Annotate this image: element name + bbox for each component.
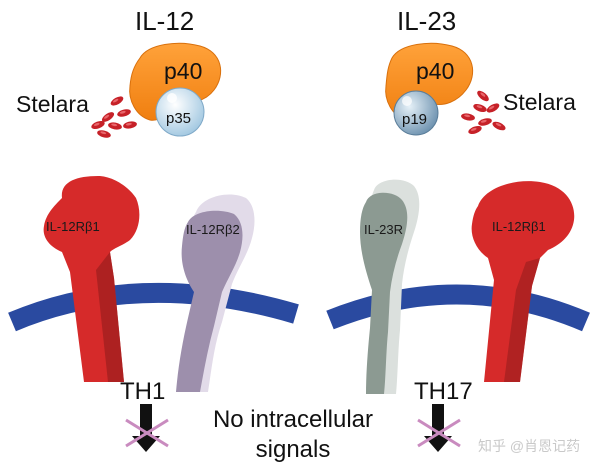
left-blocked-arrow: [125, 404, 169, 452]
right-receptor-2-label: IL-12Rβ1: [492, 219, 546, 234]
left-stelara-label: Stelara: [16, 91, 89, 117]
il12-complex: p40 p35: [129, 42, 222, 137]
left-receptor-il12rb2: [176, 194, 255, 392]
th1-label: TH1: [120, 378, 166, 405]
no-signal-line-1: No intracellular: [212, 406, 374, 433]
il12-title: IL-12: [135, 6, 195, 36]
down-arrow-icon: [132, 404, 160, 452]
right-stelara-molecules: [460, 88, 507, 136]
il23-p19-label: p19: [402, 111, 427, 128]
right-stelara-label: Stelara: [503, 89, 576, 115]
il23-title: IL-23: [397, 6, 457, 36]
il12-p35-label: p35: [166, 110, 191, 127]
il23-complex: p40 p19: [385, 42, 474, 136]
left-membrane: [8, 282, 299, 332]
left-receptor-1-label: IL-12Rβ1: [46, 219, 100, 234]
il12-p40-label: p40: [164, 58, 202, 84]
no-signal-line-2: signals: [255, 436, 331, 463]
down-arrow-icon: [424, 404, 452, 452]
right-receptor-il23r: [360, 179, 420, 394]
cross-icon: [125, 418, 169, 448]
right-membrane: [326, 284, 590, 332]
right-receptor-il12rb1: [471, 181, 575, 382]
cross-icon: [417, 418, 461, 448]
right-blocked-arrow: [417, 404, 461, 452]
watermark: 知乎 @肖恩记药: [478, 438, 581, 454]
il23-p40-label: p40: [416, 58, 454, 84]
left-receptor-il12rb1: [43, 176, 140, 382]
right-receptor-1-label: IL-23R: [364, 222, 403, 237]
no-signal-note: No intracellular signals: [188, 405, 398, 465]
th17-label: TH17: [414, 378, 473, 405]
left-receptor-2-label: IL-12Rβ2: [186, 222, 240, 237]
left-stelara-molecules: [90, 94, 138, 140]
